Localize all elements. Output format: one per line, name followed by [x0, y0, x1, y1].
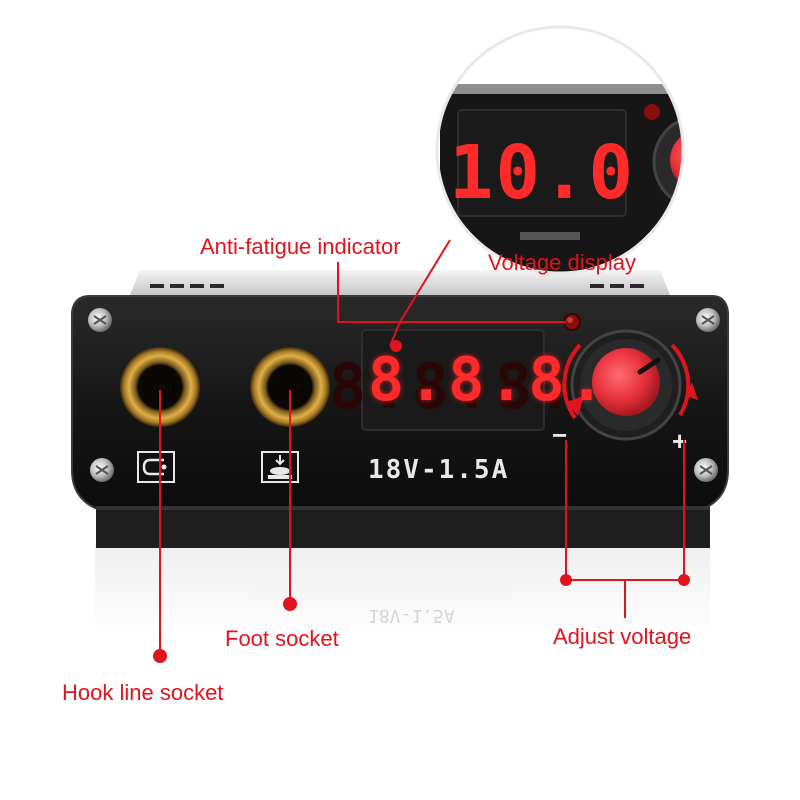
- panel-display: [361, 329, 545, 431]
- svg-text:18V-1.5A: 18V-1.5A: [368, 605, 455, 626]
- foot-socket-label: Foot socket: [225, 626, 339, 651]
- foot-socket[interactable]: [250, 347, 330, 427]
- hook-line-socket[interactable]: [120, 347, 200, 427]
- hook-line-icon: [137, 451, 175, 483]
- adjust-voltage-label: Adjust voltage: [553, 624, 692, 649]
- hook-line-socket-label: Hook line socket: [62, 680, 224, 705]
- voltage-knob[interactable]: [570, 329, 682, 441]
- screw-icon: [88, 308, 112, 332]
- anti-fatigue-label: Anti-fatigue indicator: [200, 234, 401, 259]
- minus-sign: −: [552, 420, 567, 450]
- panel-display-reading: 8.8.8.: [329, 350, 577, 423]
- panel-display-digits: 8.8.8.: [368, 345, 609, 415]
- voltage-display-label: Voltage display: [488, 250, 636, 275]
- svg-text:10.0: 10.0: [449, 130, 635, 216]
- foot-pedal-icon: [261, 451, 299, 483]
- zoom-detail: 10.0: [435, 25, 685, 275]
- screw-icon: [696, 308, 720, 332]
- screw-icon: [90, 458, 114, 482]
- rotation-arrow-icon: [562, 343, 691, 420]
- foam-base: [96, 506, 710, 548]
- vent-slots: [150, 284, 644, 288]
- callout-dots: [153, 340, 690, 663]
- device-reflection: 18V-1.5A: [95, 545, 710, 635]
- device-top-housing: [128, 270, 672, 300]
- callout-lines: [159, 239, 685, 656]
- screw-icon: [694, 458, 718, 482]
- rating-text: 18V-1.5A: [368, 455, 509, 485]
- zoom-display: [457, 109, 627, 217]
